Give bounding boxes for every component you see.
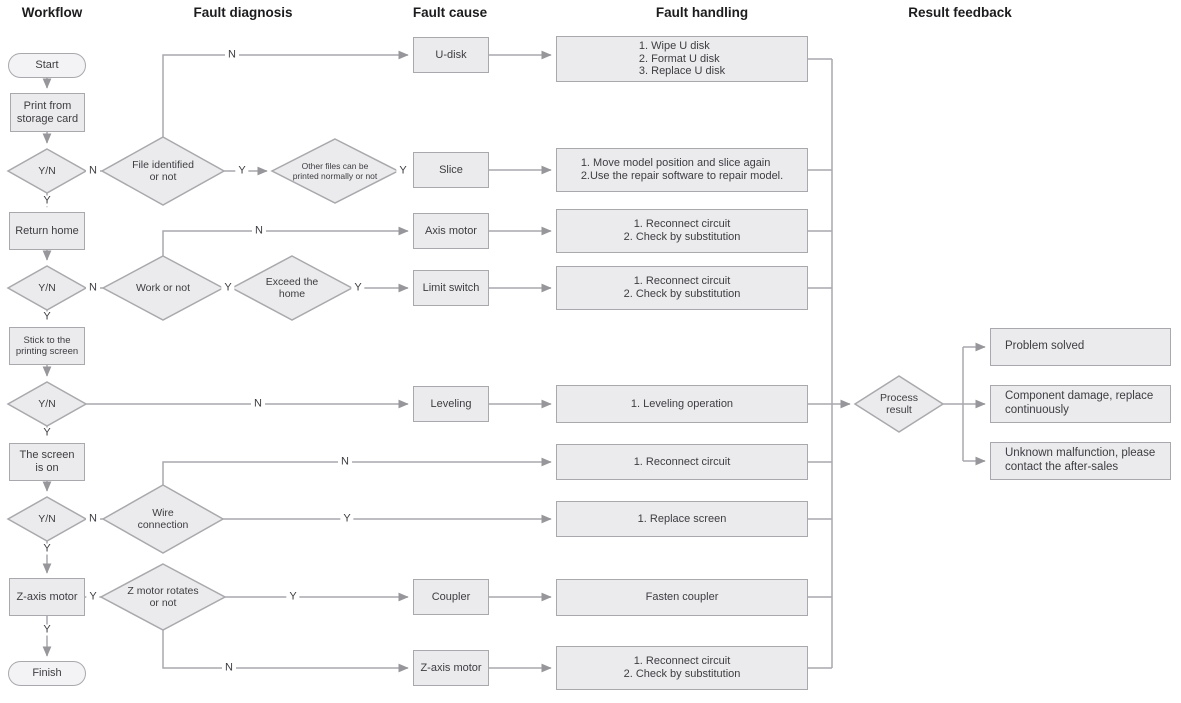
header-fault-cause: Fault cause (412, 5, 488, 20)
diamond-yn-4 (6, 496, 88, 542)
edge-label-yn3-no: N (251, 398, 265, 410)
node-finish: Finish (8, 661, 86, 686)
diamond-other-files (270, 138, 400, 204)
edge-label-yn3-yes: Y (40, 427, 54, 439)
edge-label-zaxis-yes: Y (86, 591, 100, 603)
edge-label-zrotates-no: N (222, 662, 236, 674)
cause-axis-motor: Axis motor (413, 213, 489, 249)
edge-label-zrotates-yes: Y (286, 591, 300, 603)
handling-u-disk: 1. Wipe U disk 2. Format U disk 3. Repla… (556, 36, 808, 82)
handling-screen-reconnect: 1. Reconnect circuit (556, 444, 808, 480)
handling-slice: 1. Move model position and slice again 2… (556, 148, 808, 192)
handling-limit-switch: 1. Reconnect circuit 2. Check by substit… (556, 266, 808, 310)
node-return-home: Return home (9, 212, 85, 250)
edge-label-exceed-yes: Y (351, 282, 365, 294)
diamond-exceed-the-home (230, 255, 354, 321)
edge-label-finish-yes: Y (40, 624, 54, 636)
diamond-file-identified (100, 136, 226, 206)
cause-u-disk: U-disk (413, 37, 489, 73)
edge-label-yn2-no: N (86, 282, 100, 294)
node-stick-to-printing-screen: Stick to the printing screen (9, 327, 85, 365)
edge-label-yn4-no: N (86, 513, 100, 525)
node-start: Start (8, 53, 86, 78)
edge-label-file-yes: Y (235, 165, 249, 177)
handling-axis-motor: 1. Reconnect circuit 2. Check by substit… (556, 209, 808, 253)
result-problem-solved: Problem solved (990, 328, 1171, 366)
cause-coupler: Coupler (413, 579, 489, 615)
diamond-wire-connection (101, 484, 225, 554)
cause-limit-switch: Limit switch (413, 270, 489, 306)
node-the-screen-is-on: The screen is on (9, 443, 85, 481)
header-fault-diagnosis: Fault diagnosis (193, 5, 293, 20)
header-fault-handling: Fault handling (655, 5, 749, 20)
edge-label-yn1-no: N (86, 165, 100, 177)
edge-label-wire-no: N (338, 456, 352, 468)
diamond-yn-1 (6, 148, 88, 194)
edge-label-work-yes: Y (221, 282, 235, 294)
handling-z-axis-motor: 1. Reconnect circuit 2. Check by substit… (556, 646, 808, 690)
cause-slice: Slice (413, 152, 489, 188)
edge-label-yn2-yes: Y (40, 311, 54, 323)
edge-label-other-yes: Y (396, 165, 410, 177)
edge-label-file-no: N (225, 49, 239, 61)
diamond-yn-2 (6, 265, 88, 311)
diamond-work-or-not (101, 255, 225, 321)
diamond-process-result (853, 375, 945, 433)
header-result-feedback: Result feedback (908, 5, 1012, 20)
edge-label-yn4-yes: Y (40, 543, 54, 555)
node-print-from-storage-card: Print from storage card (10, 93, 85, 132)
result-unknown-malfunction: Unknown malfunction, please contact the … (990, 442, 1171, 480)
cause-leveling: Leveling (413, 386, 489, 422)
cause-z-axis-motor: Z-axis motor (413, 650, 489, 686)
header-workflow: Workflow (21, 5, 83, 20)
diamond-z-motor-rotates (99, 563, 227, 631)
diamond-yn-3 (6, 381, 88, 427)
edge-label-yn1-yes: Y (40, 195, 54, 207)
edge-label-work-no: N (252, 225, 266, 237)
handling-replace-screen: 1. Replace screen (556, 501, 808, 537)
node-z-axis-motor-check: Z-axis motor (9, 578, 85, 616)
handling-fasten-coupler: Fasten coupler (556, 579, 808, 616)
result-component-damage: Component damage, replace continuously (990, 385, 1171, 423)
edge-label-wire-yes: Y (340, 513, 354, 525)
handling-leveling: 1. Leveling operation (556, 385, 808, 423)
